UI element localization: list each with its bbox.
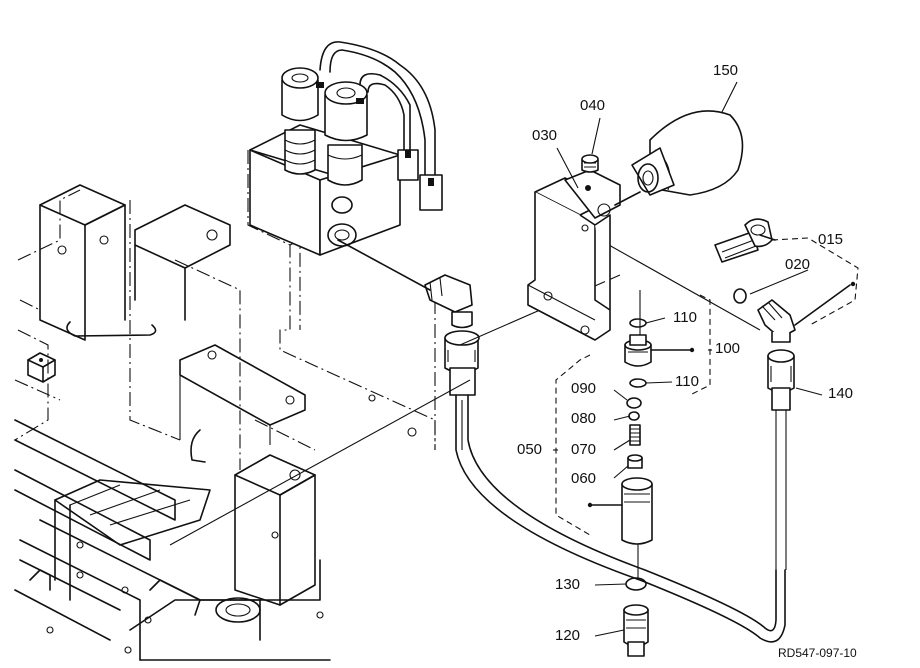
frame-brackets <box>27 184 316 606</box>
solenoid-valve-block <box>249 41 443 256</box>
phantom-outlines <box>14 150 436 539</box>
callout-110-upper: 110 <box>673 309 697 326</box>
hose-left <box>444 330 786 643</box>
bracket-030 <box>527 169 621 341</box>
spring-070 <box>629 424 641 446</box>
callout-070: 070 <box>571 441 597 458</box>
o-ring-130 <box>625 577 647 591</box>
accumulator-150 <box>614 110 744 206</box>
callout-100: 100 <box>715 340 741 357</box>
o-ring-110-upper <box>629 318 647 328</box>
callout-030: 030 <box>532 127 558 144</box>
callout-050: 050 <box>517 441 543 458</box>
washer-090 <box>626 397 642 409</box>
callout-060: 060 <box>571 470 597 487</box>
bolt-fitting <box>714 218 776 263</box>
body-050 <box>621 483 653 545</box>
plug-040 <box>581 154 599 173</box>
callout-090: 090 <box>571 380 597 397</box>
elbow-fitting-right <box>757 281 856 343</box>
o-ring-020 <box>733 288 747 304</box>
callout-140: 140 <box>828 385 854 402</box>
drawing-reference-code: RD547-097-10 <box>778 646 857 660</box>
callout-130: 130 <box>555 576 581 593</box>
o-ring-110-lower <box>629 378 647 388</box>
callout-040: 040 <box>580 97 606 114</box>
callout-leaders <box>553 81 823 637</box>
callout-150: 150 <box>713 62 739 79</box>
elbow-fitting-left <box>337 239 473 329</box>
callout-120: 120 <box>555 627 581 644</box>
tractor-frame <box>14 419 331 661</box>
callout-110-lower: 110 <box>675 373 699 390</box>
callout-080: 080 <box>571 410 597 427</box>
group-brackets <box>555 237 859 536</box>
callout-020: 020 <box>785 256 811 273</box>
callout-015: 015 <box>818 231 844 248</box>
hose-140 <box>767 349 795 570</box>
ball-080 <box>628 411 640 421</box>
check-valve-stack <box>587 318 695 657</box>
